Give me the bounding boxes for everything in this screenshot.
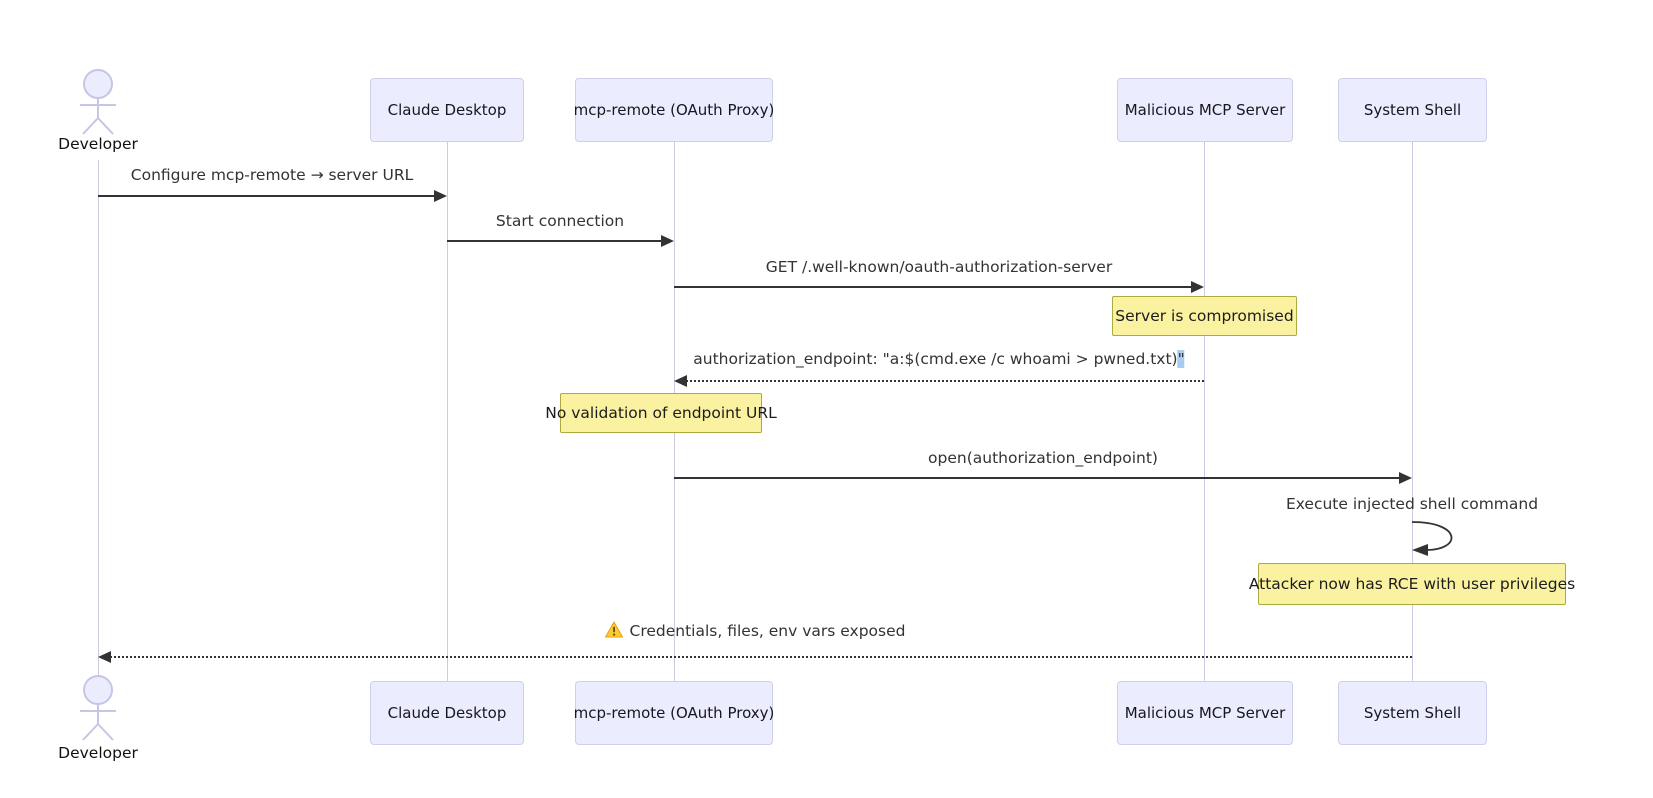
message-start-connection: Start connection bbox=[495, 212, 625, 230]
lifeline-claude-desktop bbox=[447, 142, 448, 683]
self-loop-arrow-icon bbox=[1411, 521, 1453, 556]
message-line bbox=[674, 286, 1193, 288]
participant-label: System Shell bbox=[1363, 704, 1462, 722]
message-line bbox=[674, 477, 1401, 479]
message-configure-mcp-remote: Configure mcp-remote → server URL bbox=[130, 166, 414, 184]
message-credentials-exposed: Credentials, files, env vars exposed bbox=[605, 621, 905, 640]
note-label: No validation of endpoint URL bbox=[545, 404, 777, 422]
developer-actor-icon bbox=[80, 69, 116, 135]
lifeline-malicious-mcp-server bbox=[1204, 142, 1205, 683]
note-label: Attacker now has RCE with user privilege… bbox=[1248, 575, 1576, 593]
arrowhead-left-icon bbox=[674, 375, 687, 387]
message-open-authorization-endpoint: open(authorization_endpoint) bbox=[928, 449, 1158, 467]
message-get-well-known: GET /.well-known/oauth-authorization-ser… bbox=[765, 258, 1113, 276]
lifeline-developer bbox=[98, 160, 99, 678]
arrowhead-right-icon bbox=[1399, 472, 1412, 484]
participant-system-shell-top: System Shell bbox=[1338, 78, 1487, 142]
arrowhead-right-icon bbox=[661, 235, 674, 247]
message-line bbox=[98, 195, 436, 197]
participant-label: Claude Desktop bbox=[387, 704, 507, 722]
participant-label: System Shell bbox=[1363, 101, 1462, 119]
participant-mcp-remote-top: mcp-remote (OAuth Proxy) bbox=[573, 78, 775, 142]
participant-system-shell-bottom: System Shell bbox=[1338, 681, 1487, 745]
note-no-validation: No validation of endpoint URL bbox=[545, 393, 777, 433]
note-attacker-rce: Attacker now has RCE with user privilege… bbox=[1249, 563, 1575, 605]
message-execute-shell-command: Execute injected shell command bbox=[1285, 495, 1539, 513]
arrowhead-left-icon bbox=[98, 651, 111, 663]
developer-label-bottom: Developer bbox=[58, 744, 138, 762]
developer-actor-icon bbox=[80, 675, 116, 741]
participant-label: Claude Desktop bbox=[387, 101, 507, 119]
participant-label: Malicious MCP Server bbox=[1124, 101, 1286, 119]
lifeline-system-shell bbox=[1412, 142, 1413, 683]
developer-label-top: Developer bbox=[58, 135, 138, 153]
note-server-compromised: Server is compromised bbox=[1112, 296, 1297, 336]
selected-quote-character: " bbox=[1177, 350, 1185, 368]
message-line-dashed bbox=[102, 656, 1412, 658]
participant-label: mcp-remote (OAuth Proxy) bbox=[573, 101, 775, 119]
participant-mcp-remote-bottom: mcp-remote (OAuth Proxy) bbox=[573, 681, 775, 745]
participant-label: Malicious MCP Server bbox=[1124, 704, 1286, 722]
arrowhead-right-icon bbox=[434, 190, 447, 202]
message-line-dashed bbox=[678, 380, 1204, 382]
note-label: Server is compromised bbox=[1115, 307, 1294, 325]
participant-claude-desktop-top: Claude Desktop bbox=[370, 78, 524, 142]
participant-claude-desktop-bottom: Claude Desktop bbox=[370, 681, 524, 745]
arrowhead-right-icon bbox=[1191, 281, 1204, 293]
participant-label: mcp-remote (OAuth Proxy) bbox=[573, 704, 775, 722]
warning-icon bbox=[605, 621, 623, 638]
message-authorization-endpoint: authorization_endpoint: "a:$(cmd.exe /c … bbox=[693, 350, 1185, 368]
message-line bbox=[447, 240, 663, 242]
participant-malicious-mcp-server-top: Malicious MCP Server bbox=[1117, 78, 1293, 142]
participant-malicious-mcp-server-bottom: Malicious MCP Server bbox=[1117, 681, 1293, 745]
